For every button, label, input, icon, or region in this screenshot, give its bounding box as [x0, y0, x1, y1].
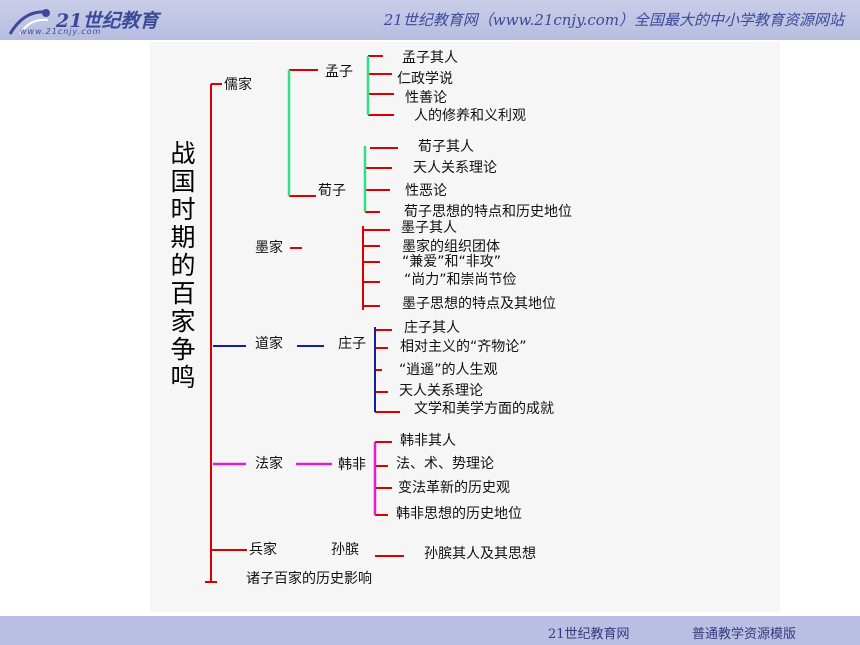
mengzi-item: 性善论	[405, 90, 447, 106]
person-mengzi: 孟子	[325, 64, 353, 80]
site-footer: 21世纪教育网 普通教学资源模版	[0, 616, 860, 645]
person-zhuangzi: 庄子	[338, 336, 366, 352]
header-slogan: 21世纪教育网（www.21cnjy.com）全国最大的中小学教育资源网站	[383, 11, 844, 29]
xunzi-item: 荀子思想的特点和历史地位	[404, 204, 572, 220]
diagram-title: 战 国 时 期 的 百 家 争 鸣	[166, 140, 200, 392]
school-fajia: 法家	[255, 456, 283, 472]
hanfei-item: 法、术、势理论	[396, 456, 494, 472]
xunzi-item: 荀子其人	[418, 139, 474, 155]
zhuangzi-item: 天人关系理论	[399, 383, 483, 399]
title-char: 百	[170, 279, 196, 308]
zhuangzi-item: 文学和美学方面的成就	[414, 401, 554, 417]
hanfei-item: 变法革新的历史观	[398, 480, 510, 496]
title-char: 国	[170, 167, 196, 196]
logo-icon	[8, 9, 50, 35]
school-mojia: 墨家	[255, 240, 283, 256]
person-xunzi: 荀子	[318, 183, 346, 199]
diagram-panel	[150, 42, 780, 612]
sunbin-item: 孙膑其人及其思想	[424, 546, 536, 562]
zhuangzi-item: 庄子其人	[404, 320, 460, 336]
mojia-item: 墨子思想的特点及其地位	[402, 296, 556, 312]
school-rujia: 儒家	[224, 77, 252, 93]
title-char: 战	[170, 139, 196, 168]
school-bingjia: 兵家	[249, 542, 277, 558]
xunzi-item: 天人关系理论	[413, 160, 497, 176]
mojia-item: “兼爱”和“非攻”	[402, 254, 502, 270]
mojia-item: “尚力”和崇尚节俭	[404, 272, 517, 288]
mengzi-item: 孟子其人	[402, 50, 458, 66]
hanfei-item: 韩非思想的历史地位	[396, 506, 522, 522]
title-char: 的	[170, 251, 196, 280]
zhuangzi-item: “逍遥”的人生观	[399, 362, 498, 378]
mengzi-item: 仁政学说	[397, 71, 453, 87]
title-char: 争	[170, 335, 196, 364]
site-header: 21世纪教育 www.21cnjy.com 21世纪教育网（www.21cnjy…	[0, 0, 860, 40]
title-char: 期	[170, 223, 196, 252]
xunzi-item: 性恶论	[405, 183, 447, 199]
title-char: 时	[170, 195, 196, 224]
logo-text: 21世纪教育	[56, 10, 159, 32]
logo-url: www.21cnjy.com	[20, 27, 102, 36]
title-char: 鸣	[170, 363, 196, 392]
footer-site-name: 21世纪教育网	[548, 627, 630, 642]
title-char: 家	[170, 307, 196, 336]
zhuangzi-item: 相对主义的“齐物论”	[400, 339, 527, 355]
hanfei-item: 韩非其人	[400, 433, 456, 449]
footer-template-name: 普通教学资源模版	[692, 627, 797, 642]
historical-influence: 诸子百家的历史影响	[246, 571, 372, 587]
person-sunbin: 孙膑	[331, 542, 359, 558]
school-daojia: 道家	[255, 336, 283, 352]
mojia-item: 墨家的组织团体	[402, 239, 500, 255]
mojia-item: 墨子其人	[401, 220, 457, 236]
mengzi-item: 人的修养和义利观	[414, 108, 526, 124]
person-hanfei: 韩非	[338, 457, 366, 473]
